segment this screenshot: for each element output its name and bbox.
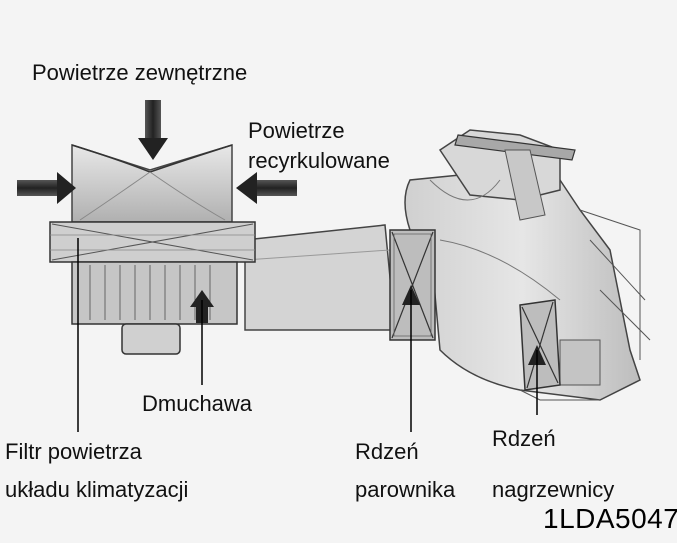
figure-code: 1LDA5047 [543,503,677,534]
heater-core [519,299,561,391]
label-heater-line2: nagrzewnicy [492,477,615,502]
label-recirc-line1: Powietrze [248,118,345,143]
main-housing [404,129,651,401]
blower-fins [89,265,211,320]
label-blower: Dmuchawa [142,391,253,416]
recirc-air-arrow-right [236,172,297,204]
label-filter-line1: Filtr powietrza [5,439,142,464]
label-heater-line1: Rdzeń [492,426,556,451]
label-evap-line1: Rdzeń [355,439,419,464]
blower-assembly [49,143,256,355]
label-outside-air: Powietrze zewnętrzne [32,60,248,85]
connecting-duct [244,224,396,331]
label-filter-line2: układu klimatyzacji [5,477,189,502]
label-evap-line2: parownika [355,477,456,502]
outside-air-arrow [138,100,168,160]
recirc-air-arrow-left [17,172,76,204]
label-recirc-line2: recyrkulowane [248,148,390,173]
evaporator-core [389,229,436,341]
leader-lines [77,238,538,432]
